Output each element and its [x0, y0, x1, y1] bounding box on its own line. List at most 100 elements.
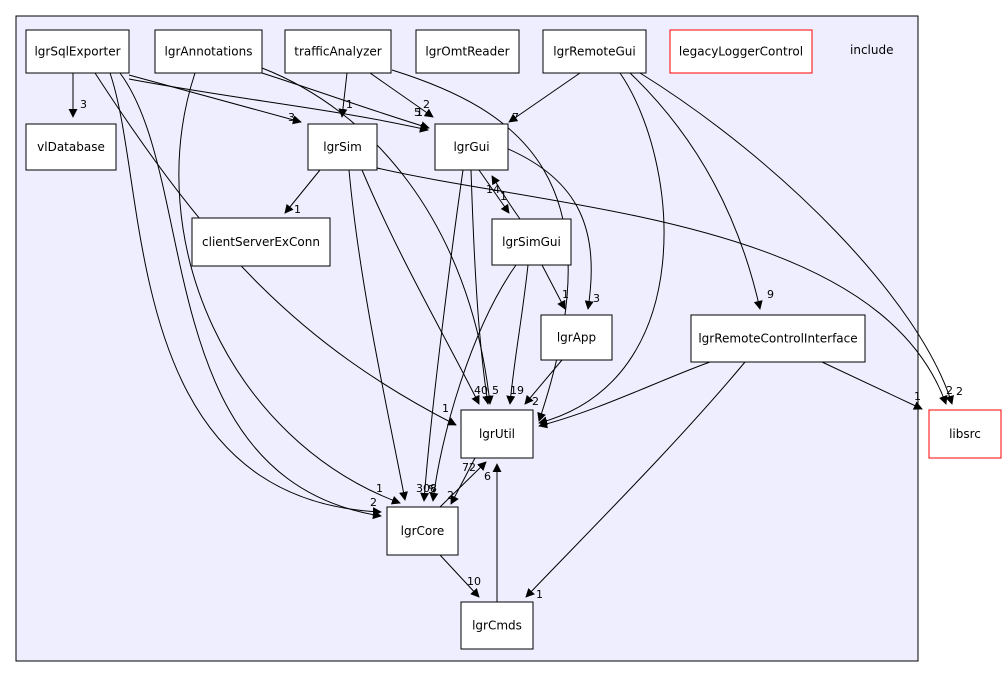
node-label-libsrc: libsrc	[949, 427, 981, 441]
edge-lgrRemoteGui-to-lgrRemoteControlInterface	[629, 72, 763, 310]
node-lgrRemoteControlInterface[interactable]: lgrRemoteControlInterface	[690, 314, 866, 363]
edge-label-lgrCmds-to-lgrUtil: 6	[484, 470, 491, 483]
node-legacyLoggerControl[interactable]: legacyLoggerControl	[669, 29, 813, 74]
edge-lgrRemoteGui-to-libsrc	[639, 72, 954, 405]
node-label-lgrSimGui: lgrSimGui	[502, 235, 561, 249]
node-clientServerExConn[interactable]: clientServerExConn	[191, 217, 331, 267]
edge-lgrAnnotations-to-lgrGui	[261, 72, 430, 130]
node-label-trafficAnalyzer: trafficAnalyzer	[294, 45, 381, 59]
node-lgrOmtReader[interactable]: lgrOmtReader	[415, 29, 520, 74]
node-box-legacyLoggerControl[interactable]	[669, 29, 813, 74]
node-label-lgrApp: lgrApp	[557, 331, 596, 345]
edge-label-lgrSqlExporter-to-lgrCore: 1	[376, 482, 383, 495]
edge-lgrSim-to-libsrc	[376, 167, 948, 405]
edge-label-lgrUtil-to-lgrCore: 2	[447, 489, 454, 502]
node-trafficAnalyzer[interactable]: trafficAnalyzer	[284, 29, 392, 74]
node-box-lgrApp[interactable]	[540, 314, 613, 361]
edge-lgrRemoteGui-to-lgrUtil	[538, 72, 665, 426]
edge-label-lgrGui-to-lgrApp: 3	[593, 292, 600, 305]
edge-lgrSimGui-to-lgrCore	[429, 264, 517, 502]
edge-label-trafficAnalyzer-to-lgrSim: 1	[346, 98, 353, 111]
node-lgrRemoteGui[interactable]: lgrRemoteGui	[542, 29, 647, 74]
edge-label-lgrSimGui-to-lgrUtil: 19	[510, 384, 524, 397]
include-cluster-label: include	[850, 43, 893, 57]
edge-lgrRemoteControlInterface-to-lgrUtil	[538, 361, 711, 429]
edge-label-lgrRemoteGui-to-lgrGui: 7	[512, 111, 519, 124]
edge-lgrRemoteGui-to-lgrGui	[508, 72, 581, 123]
node-label-lgrCmds: lgrCmds	[472, 619, 522, 633]
node-lgrSqlExporter[interactable]: lgrSqlExporter	[25, 29, 130, 74]
edge-lgrSimGui-to-lgrUtil	[506, 264, 529, 405]
node-label-lgrRemoteGui: lgrRemoteGui	[553, 45, 635, 59]
edge-label-lgrRemoteGui-to-libsrc: 2	[956, 385, 963, 398]
node-box-lgrGui[interactable]	[434, 123, 509, 171]
edge-lgrGui-to-lgrCore	[420, 169, 464, 502]
edge-lgrSimGui-to-lgrGui	[491, 175, 521, 220]
edge-label-lgrAnnotations-to-lgrGui: 1	[416, 106, 423, 119]
edge-lgrAnnotations-to-lgrUtil	[261, 67, 494, 405]
edge-label-lgrSim-to-lgrUtil: 40	[474, 384, 488, 397]
edge-trafficAnalyzer-to-lgrSim	[338, 72, 348, 118]
edge-lgrAnnotations-to-lgrCore	[178, 72, 401, 505]
node-box-lgrRemoteControlInterface[interactable]	[690, 314, 866, 363]
node-box-lgrUtil[interactable]	[460, 409, 534, 459]
edge-lgrGui-to-lgrSimGui	[478, 169, 510, 214]
node-label-lgrCore: lgrCore	[401, 524, 445, 538]
node-lgrSimGui[interactable]: lgrSimGui	[491, 218, 572, 266]
edge-label-lgrRemoteControlInterface-to-libsrc: 1	[914, 390, 921, 403]
edge-lgrSqlExporter-to-lgrCore	[119, 72, 382, 520]
edge-label-lgrGui-to-lgrUtil: 5	[492, 384, 499, 397]
node-lgrSim[interactable]: lgrSim	[307, 123, 378, 171]
node-box-lgrCore[interactable]	[386, 506, 459, 556]
node-label-lgrUtil: lgrUtil	[479, 427, 515, 441]
node-label-lgrAnnotations: lgrAnnotations	[165, 45, 253, 59]
node-vlDatabase[interactable]: vlDatabase	[25, 123, 117, 171]
node-box-lgrSim[interactable]	[307, 123, 378, 171]
node-label-vlDatabase: vlDatabase	[37, 140, 105, 154]
node-lgrAnnotations[interactable]: lgrAnnotations	[154, 29, 263, 74]
node-box-lgrAnnotations[interactable]	[154, 29, 263, 74]
edge-lgrSimGui-to-lgrApp	[541, 264, 566, 310]
edge-lgrSqlExporter-to-lgrSim	[128, 74, 302, 125]
node-lgrCmds[interactable]: lgrCmds	[460, 601, 534, 650]
edge-label-lgrGui-to-lgrSimGui: 1	[500, 190, 507, 203]
node-box-lgrOmtReader[interactable]	[415, 29, 520, 74]
node-box-trafficAnalyzer[interactable]	[284, 29, 392, 74]
edge-lgrSim-to-clientServerExConn	[284, 169, 321, 214]
edge-lgrApp-to-lgrUtil	[524, 359, 563, 405]
edge-label-lgrSqlExporter-to-lgrGui: 5	[414, 106, 421, 119]
edge-lgrSim-to-lgrUtil	[361, 169, 480, 405]
node-libsrc[interactable]: libsrc	[928, 409, 1002, 459]
edge-lgrRemoteControlInterface-to-lgrCmds	[525, 361, 746, 598]
edge-trafficAnalyzer-to-lgrGui	[369, 72, 434, 118]
node-box-lgrSimGui[interactable]	[491, 218, 572, 266]
node-lgrCore[interactable]: lgrCore	[386, 506, 459, 556]
edge-label-lgrSimGui-to-lgrApp: 1	[562, 288, 569, 301]
node-label-lgrOmtReader: lgrOmtReader	[425, 45, 509, 59]
edge-label-lgrSim-to-clientServerExConn: 1	[294, 203, 301, 216]
edge-label-lgrRemoteControlInterface-to-lgrCmds: 1	[536, 588, 543, 601]
edge-lgrCore-to-lgrUtil	[439, 461, 487, 508]
node-box-lgrCmds[interactable]	[460, 601, 534, 650]
edge-lgrSim-to-lgrCore	[348, 169, 408, 501]
edge-label-lgrApp-to-lgrUtil: 2	[532, 395, 539, 408]
node-lgrApp[interactable]: lgrApp	[540, 314, 613, 361]
node-box-lgrSqlExporter[interactable]	[25, 29, 130, 74]
node-box-libsrc[interactable]	[928, 409, 1002, 459]
edge-label-lgrSim-to-libsrc: 2	[946, 384, 953, 397]
edge-label-lgrSqlExporter-to-lgrSim: 3	[288, 111, 295, 124]
edge-lgrRemoteControlInterface-to-libsrc	[821, 361, 923, 410]
node-label-lgrGui: lgrGui	[453, 140, 489, 154]
edge-label-lgrRemoteGui-to-lgrRemoteControlInterface: 9	[767, 288, 774, 301]
node-label-clientServerExConn: clientServerExConn	[202, 235, 320, 249]
node-box-lgrRemoteGui[interactable]	[542, 29, 647, 74]
node-lgrUtil[interactable]: lgrUtil	[460, 409, 534, 459]
node-lgrGui[interactable]: lgrGui	[434, 123, 509, 171]
edge-label-lgrCore-to-lgrUtil: 72	[462, 461, 476, 474]
edge-lgrUtil-to-lgrCore	[450, 457, 476, 505]
edge-lgrSqlExporter-to-lgrCore	[109, 72, 382, 517]
node-box-clientServerExConn[interactable]	[191, 217, 331, 267]
edge-label-lgrGui-to-lgrCore: 5	[428, 483, 435, 496]
node-box-vlDatabase[interactable]	[25, 123, 117, 171]
